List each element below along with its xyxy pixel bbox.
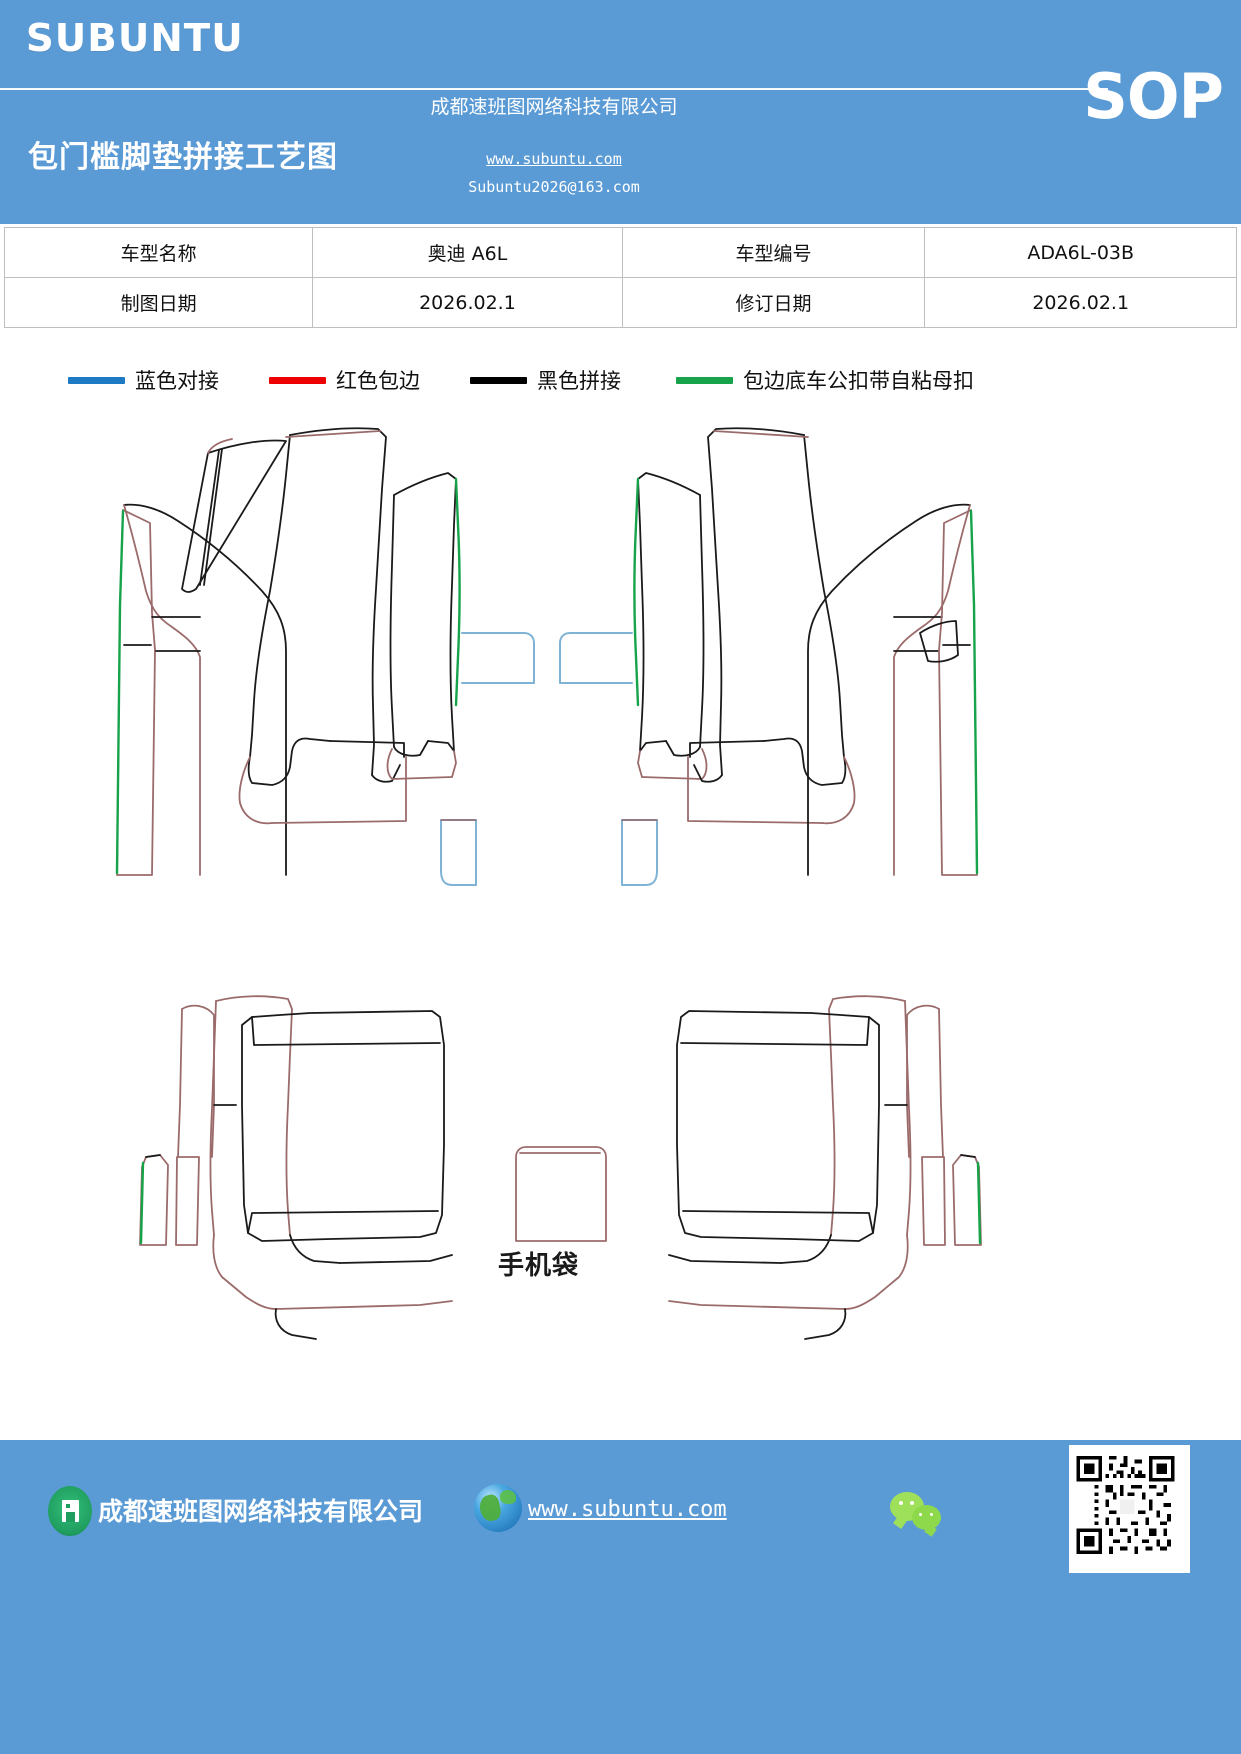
building-icon xyxy=(48,1486,92,1536)
piece-front-right-main-floor xyxy=(687,427,856,825)
cell-draw-date-value: 2026.02.1 xyxy=(312,277,623,328)
piece-rear-center-panel xyxy=(515,1146,607,1242)
legend-label-red: 红色包边 xyxy=(336,369,420,393)
table-row: 制图日期 2026.02.1 修订日期 2026.02.1 xyxy=(3,277,1237,328)
header-company-name: 成都速班图网络科技有限公司 xyxy=(430,96,678,118)
piece-rear-left-outer-shell xyxy=(175,1004,237,1246)
legend-swatch-red xyxy=(269,376,326,384)
legend-swatch-green xyxy=(676,376,733,384)
table-row: 车型名称 奥迪 A6L 车型编号 ADA6L-03B xyxy=(3,227,1237,278)
cell-model-name-value: 奥迪 A6L xyxy=(312,227,623,278)
piece-rear-left-sill-strip xyxy=(139,1154,169,1246)
document-type-badge: SOP xyxy=(1083,60,1224,133)
cell-model-code-label: 车型编号 xyxy=(621,227,926,278)
piece-front-left-diagonal-strips xyxy=(181,438,287,593)
piece-front-left-main-floor xyxy=(238,427,407,825)
piece-rear-right-main-panel xyxy=(668,995,912,1310)
wechat-icon xyxy=(890,1490,950,1536)
piece-rear-right-outer-shell xyxy=(884,1004,946,1246)
cell-model-name-label: 车型名称 xyxy=(3,227,314,278)
phone-pocket-label: 手机袋 xyxy=(498,1251,580,1281)
cell-revision-date-label: 修订日期 xyxy=(621,277,926,328)
legend-item-blue-joint: 蓝色对接 xyxy=(68,358,219,402)
header-website-link[interactable]: www.subuntu.com xyxy=(486,150,622,168)
page-title: 包门槛脚垫拼接工艺图 xyxy=(28,140,338,175)
piece-front-left-sill-strip xyxy=(115,509,156,876)
qr-code xyxy=(1069,1445,1190,1573)
header-divider-rule xyxy=(0,88,1108,90)
legend-item-black-seam: 黑色拼接 xyxy=(470,358,621,402)
legend-label-blue: 蓝色对接 xyxy=(135,369,219,393)
cell-draw-date-label: 制图日期 xyxy=(3,277,314,328)
vehicle-info-table: 车型名称 奥迪 A6L 车型编号 ADA6L-03B 制图日期 2026.02.… xyxy=(3,227,1237,328)
cell-revision-date-value: 2026.02.1 xyxy=(924,277,1237,328)
piece-phone-pocket-right xyxy=(621,819,658,886)
qr-code-svg xyxy=(1073,1452,1178,1558)
globe-icon xyxy=(474,1484,522,1532)
pattern-pieces-svg xyxy=(115,427,982,1340)
piece-rear-right-sill-strip xyxy=(952,1154,982,1246)
header-email: Subuntu2026@163.com xyxy=(468,178,640,196)
footer-company-name: 成都速班图网络科技有限公司 xyxy=(98,1497,424,1526)
piece-rear-left-main-panel xyxy=(209,995,453,1310)
brand-logo-subuntu: SUBUNTU xyxy=(25,16,244,60)
legend-label-black: 黑色拼接 xyxy=(537,369,621,393)
piece-phone-pocket-left xyxy=(440,819,477,886)
piece-front-left-sill-shell xyxy=(123,503,287,876)
piece-front-left-inner-side xyxy=(386,472,535,780)
pattern-drawing-area: 手机袋 xyxy=(0,405,1241,1435)
piece-rear-right-lower-flap xyxy=(804,1308,847,1340)
piece-front-right-inner-side xyxy=(559,472,708,780)
document-footer xyxy=(0,1440,1241,1754)
piece-front-right-sill-shell xyxy=(807,503,971,876)
document-header: SUBUNTU 成都速班图网络科技有限公司 包门槛脚垫拼接工艺图 www.sub… xyxy=(0,0,1241,224)
legend-swatch-black xyxy=(470,376,527,384)
piece-front-right-sill-strip xyxy=(938,509,979,876)
cell-model-code-value: ADA6L-03B xyxy=(924,227,1237,278)
piece-rear-left-lower-flap xyxy=(274,1308,317,1340)
piece-front-right-upper-flap xyxy=(919,620,959,663)
legend-item-green-fastener: 包边底车公扣带自粘母扣 xyxy=(676,358,974,402)
legend-swatch-blue xyxy=(68,376,125,384)
footer-website-link[interactable]: www.subuntu.com xyxy=(528,1497,727,1522)
legend-item-red-edging: 红色包边 xyxy=(269,358,420,402)
legend-label-green: 包边底车公扣带自粘母扣 xyxy=(743,369,974,393)
color-legend: 蓝色对接 红色包边 黑色拼接 包边底车公扣带自粘母扣 xyxy=(0,358,1241,402)
